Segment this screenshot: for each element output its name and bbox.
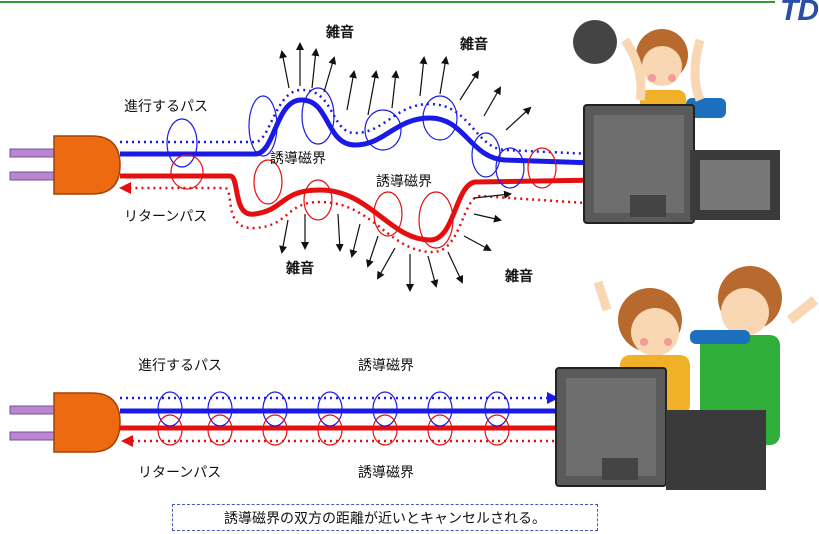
bottom-return-path-label: リターンパス [138, 465, 222, 481]
bottom-induced-field-label-bottom: 誘導磁界 [358, 465, 414, 481]
bottom-field-loops [157, 391, 510, 446]
top-field-loops [166, 87, 557, 249]
bottom-forward-path-label: 進行するパス [138, 358, 222, 374]
noise-label-1: 雑音 [326, 25, 354, 41]
top-forward-path [120, 97, 596, 166]
top-forward-path-label: 進行するパス [124, 99, 208, 115]
top-forward-path-dotted [120, 88, 595, 160]
top-noise-arrows [279, 42, 532, 292]
top-induced-field-label-2: 誘導磁界 [376, 174, 432, 190]
bottom-plug-icon [9, 392, 121, 453]
top-computer-monitor-icon [583, 104, 780, 224]
top-return-path-label: リターンパス [124, 209, 208, 225]
caption-box: 誘導磁界の双方の距離が近いとキャンセルされる。 [172, 504, 598, 531]
bottom-induced-field-label-top: 誘導磁界 [358, 358, 414, 374]
bottom-computer-monitor-icon [555, 367, 766, 490]
noise-label-2: 雑音 [460, 37, 488, 53]
top-return-path [120, 173, 601, 243]
company-logo: TD [780, 0, 819, 27]
noise-label-4: 雑音 [505, 269, 533, 285]
noise-label-3: 雑音 [286, 261, 314, 277]
top-induced-field-label-1: 誘導磁界 [270, 151, 326, 167]
top-plug-icon [9, 135, 121, 195]
